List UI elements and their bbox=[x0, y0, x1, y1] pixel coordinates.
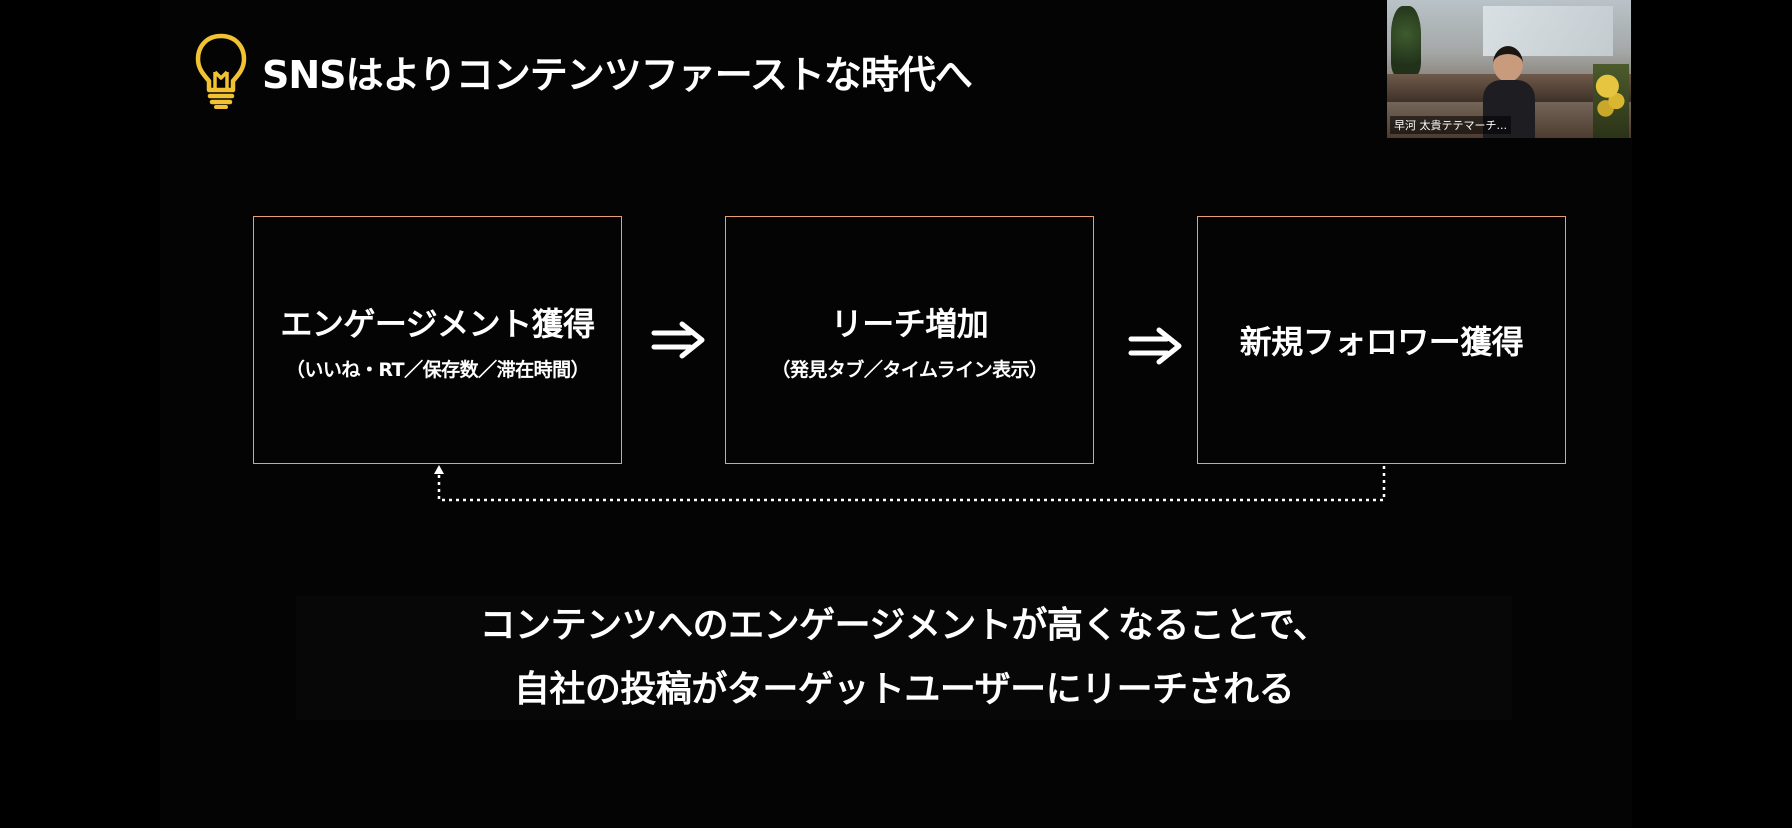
flow-box-followers: 新規フォロワー獲得 bbox=[1197, 216, 1566, 464]
participant-name-label: 早河 太貴テテマーチ... bbox=[1390, 116, 1511, 134]
video-background-flowers bbox=[1593, 64, 1629, 138]
flow-box-followers-title: 新規フォロワー獲得 bbox=[1239, 323, 1524, 361]
flow-box-engagement: エンゲージメント獲得 （いいね・RT／保存数／滞在時間） bbox=[253, 216, 622, 464]
flow-box-engagement-subtitle: （いいね・RT／保存数／滞在時間） bbox=[285, 358, 590, 381]
flow-box-reach: リーチ増加 （発見タブ／タイムライン表示） bbox=[725, 216, 1094, 464]
participant-video-tile[interactable]: 早河 太貴テテマーチ... bbox=[1387, 0, 1631, 138]
bottom-message-line-1: コンテンツへのエンゲージメントが高くなることで、 bbox=[479, 605, 1329, 646]
slide-title: SNSはよりコンテンツファーストな時代へ bbox=[262, 52, 973, 97]
slide-title-row: SNSはよりコンテンツファーストな時代へ bbox=[194, 32, 973, 110]
video-background-plant bbox=[1391, 6, 1421, 76]
flow-box-engagement-title: エンゲージメント獲得 bbox=[280, 304, 595, 343]
double-arrow-right-icon bbox=[1128, 327, 1182, 365]
bottom-message-line-2: 自社の投稿がターゲットユーザーにリーチされる bbox=[513, 669, 1295, 710]
flow-box-reach-subtitle: （発見タブ／タイムライン表示） bbox=[771, 358, 1048, 381]
lightbulb-icon bbox=[195, 33, 247, 109]
double-arrow-right-icon bbox=[651, 321, 705, 359]
bottom-message: コンテンツへのエンゲージメントが高くなることで、 自社の投稿がターゲットユーザー… bbox=[296, 596, 1512, 720]
flow-box-reach-title: リーチ増加 bbox=[830, 304, 989, 343]
